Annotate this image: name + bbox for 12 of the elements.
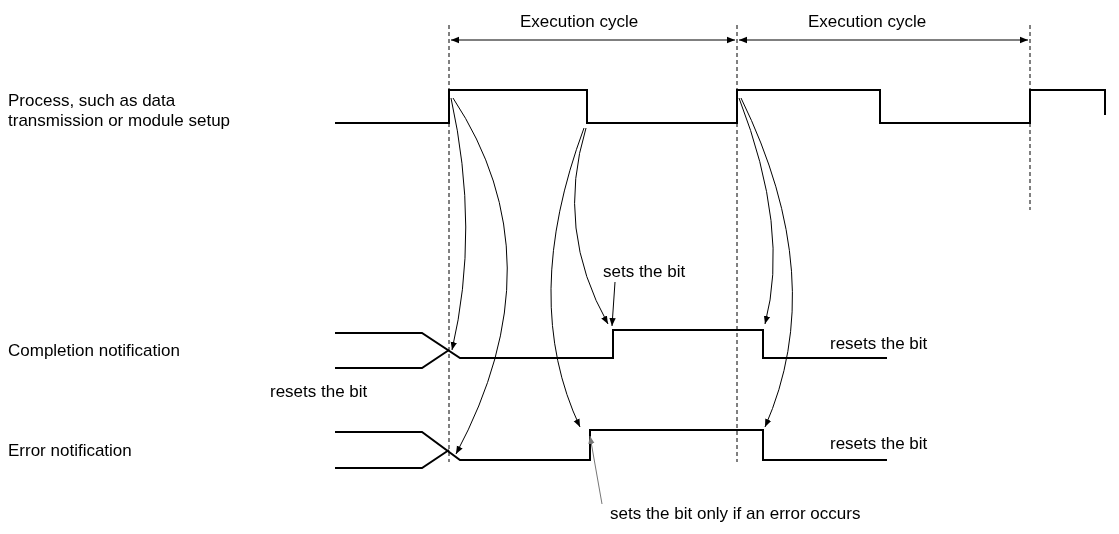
dimension-label: Execution cycle bbox=[520, 12, 639, 32]
annotation: resets the bit bbox=[830, 334, 928, 354]
annotation: resets the bit bbox=[830, 434, 928, 454]
dimension-label: Execution cycle bbox=[808, 12, 927, 32]
annotation: sets the bit bbox=[603, 262, 686, 282]
annotation: sets the bit only if an error occurs bbox=[610, 504, 861, 524]
signal-label: Error notification bbox=[8, 441, 132, 461]
leader-line bbox=[609, 281, 616, 327]
signal-label: Process, such as data transmission or module setup bbox=[8, 91, 232, 131]
signal-label: Completion notification bbox=[8, 341, 180, 361]
leader-line bbox=[588, 435, 603, 505]
annotation: resets the bit bbox=[270, 382, 369, 402]
